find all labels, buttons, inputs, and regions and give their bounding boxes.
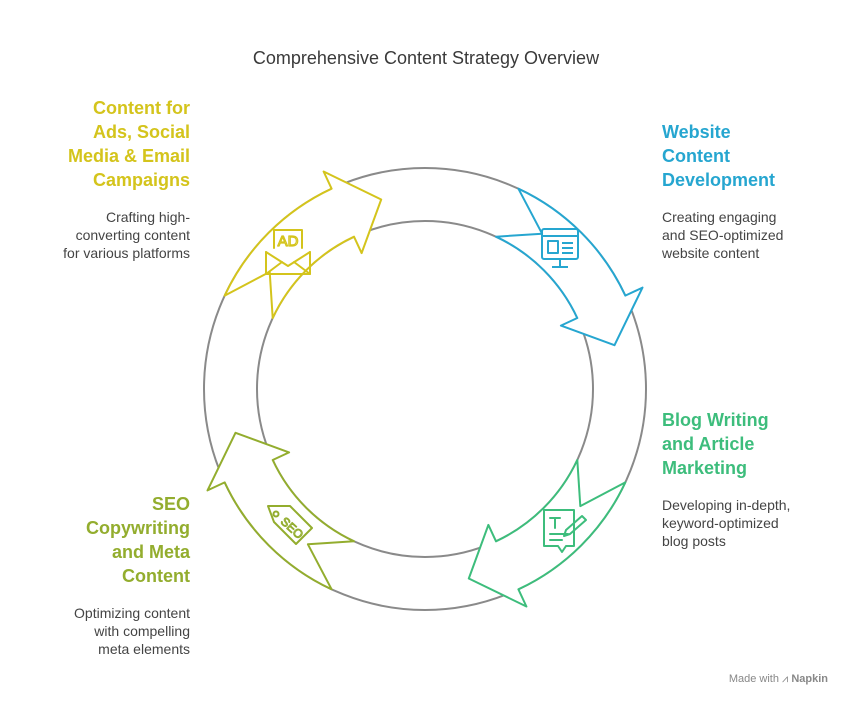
section-description: Developing in-depth, keyword-optimized b… <box>662 497 791 549</box>
svg-text:AD: AD <box>278 233 299 250</box>
ad-envelope-icon: AD <box>265 229 311 275</box>
napkin-logo-icon: ⩘ <box>782 673 789 685</box>
section-blog-writing: Blog Writing and Article Marketing Devel… <box>662 408 832 550</box>
section-heading: Content for Ads, Social Media & Email Ca… <box>67 98 190 190</box>
arrow-segment-web <box>495 187 644 347</box>
arrow-segment-seo <box>206 431 355 591</box>
footer-text: Made with <box>728 673 779 685</box>
section-seo-copywriting: SEO Copywriting and Meta Content Optimiz… <box>30 492 190 658</box>
section-heading: Blog Writing and Article Marketing <box>662 410 769 478</box>
section-website-content: Website Content Development Creating eng… <box>662 120 832 262</box>
document-pencil-icon <box>543 509 587 553</box>
section-description: Crafting high- converting content for va… <box>63 209 190 261</box>
cycle-ring <box>203 167 647 611</box>
monitor-website-icon <box>541 228 579 268</box>
arrow-segment-blog <box>467 459 627 608</box>
section-heading: SEO Copywriting and Meta Content <box>86 494 190 586</box>
section-description: Optimizing content with compelling meta … <box>74 605 190 657</box>
footer-brand: Napkin <box>791 673 828 685</box>
section-heading: Website Content Development <box>662 122 776 190</box>
diagram-title: Comprehensive Content Strategy Overview <box>252 48 600 68</box>
section-ads-social-email: Content for Ads, Social Media & Email Ca… <box>30 96 190 262</box>
section-description: Creating engaging and SEO-optimized webs… <box>662 209 784 261</box>
made-with-napkin[interactable]: Made with ⩘ Napkin <box>729 673 828 686</box>
